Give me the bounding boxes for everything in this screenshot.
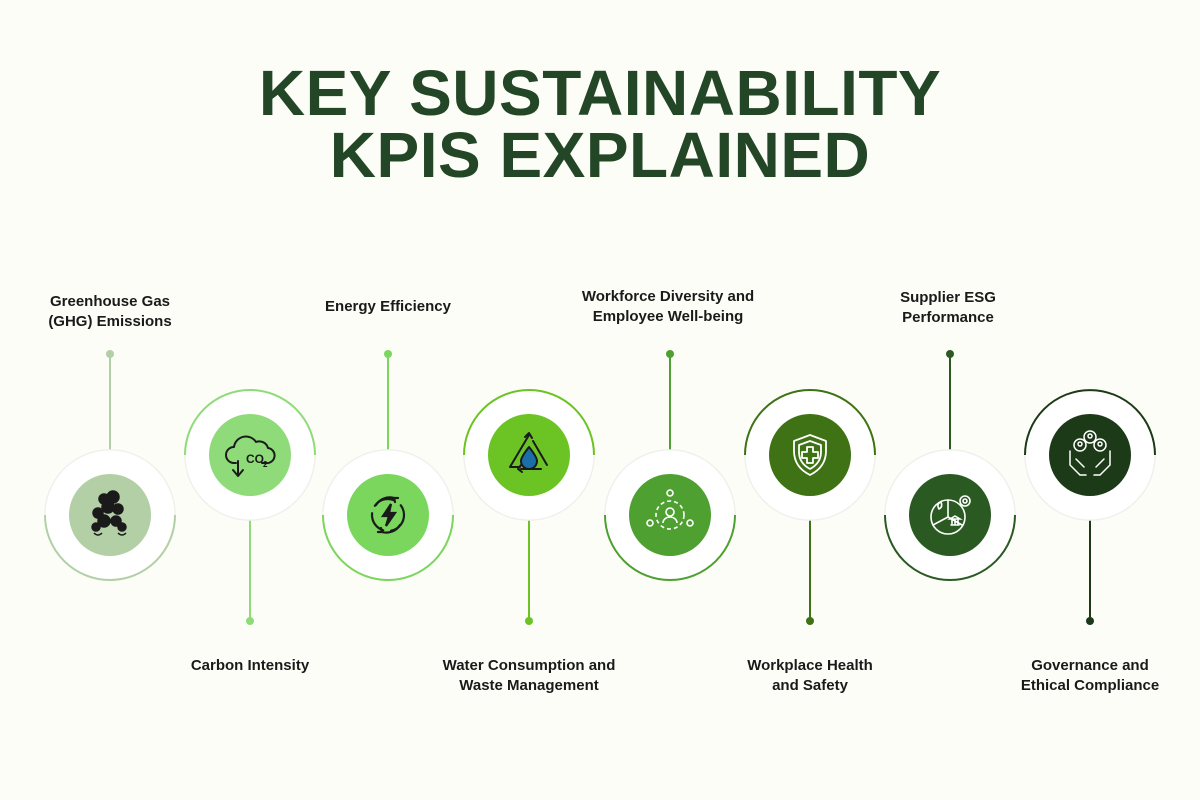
ring-inner-carbon — [209, 414, 291, 496]
co2-cloud-icon: CO 2 — [225, 435, 276, 477]
ring-arc-energy — [322, 514, 454, 581]
rings — [44, 389, 1156, 581]
connector-dot-health — [806, 617, 814, 625]
ring-arc-ghg — [44, 514, 176, 581]
kpi-label-governance: Governance and Ethical Compliance — [1020, 657, 1160, 694]
ring-arc-governance — [1024, 389, 1156, 456]
ring-arc-workforce — [604, 514, 736, 581]
ring-arc-water — [463, 389, 595, 456]
ring-arc-carbon — [184, 389, 316, 456]
connector-dot-ghg — [106, 350, 114, 358]
connectors — [106, 350, 1094, 625]
kpi-label-ghg-emissions: Greenhouse Gas (GHG) Emissions — [48, 293, 172, 330]
esg-gear-icon — [930, 495, 971, 535]
ring-arc-health — [744, 389, 876, 456]
kpi-label-supplier-esg: Supplier ESG Performance — [900, 289, 996, 326]
ring-inner-supplier — [909, 474, 991, 556]
kpi-label-carbon-intensity: Carbon Intensity — [190, 657, 310, 674]
ring-inner-workforce — [629, 474, 711, 556]
health-shield-icon — [793, 434, 827, 476]
ring-arc-supplier — [884, 514, 1016, 581]
kpi-label-health-safety: Workplace Health and Safety — [747, 657, 873, 694]
svg-text:CO: CO — [246, 452, 264, 466]
kpi-label-energy-efficiency: Energy Efficiency — [325, 298, 451, 315]
connector-dot-carbon — [246, 617, 254, 625]
ring-inner-health — [769, 414, 851, 496]
smoke-icon — [91, 490, 127, 536]
lightning-cycle-icon — [370, 496, 406, 534]
connector-dot-workforce — [666, 350, 674, 358]
ring-inner-governance — [1049, 414, 1131, 496]
title-line-2: KPIS EXPLAINED — [329, 119, 871, 191]
connector-dot-energy — [384, 350, 392, 358]
page-title: KEY SUSTAINABILITY KPIS EXPLAINED — [0, 57, 1200, 191]
hands-people-icon — [1069, 430, 1111, 476]
people-gear-icon — [646, 489, 694, 530]
connector-dot-governance — [1086, 617, 1094, 625]
connector-dot-supplier — [946, 350, 954, 358]
water-recycle-icon — [509, 432, 548, 473]
title-line-1: KEY SUSTAINABILITY — [258, 57, 942, 129]
svg-text:2: 2 — [263, 460, 268, 469]
connector-dot-water — [525, 617, 533, 625]
ring-inner-ghg — [69, 474, 151, 556]
kpi-label-workforce-diversity: Workforce Diversity and Employee Well-be… — [581, 288, 755, 325]
kpi-label-water-waste: Water Consumption and Waste Management — [442, 657, 616, 694]
